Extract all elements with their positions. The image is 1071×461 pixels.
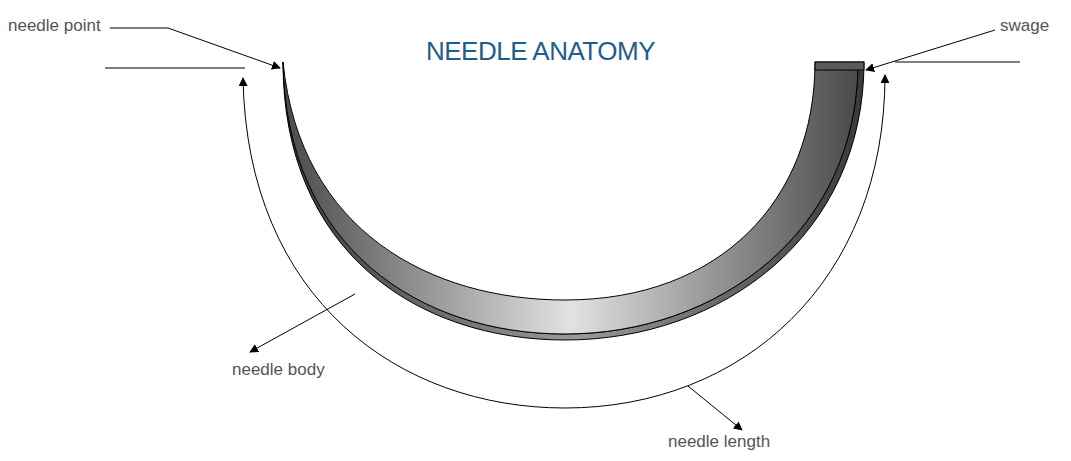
leader-line (250, 294, 355, 352)
needle-body-shape (283, 62, 858, 334)
part-label: needle body (232, 360, 325, 380)
leader-line (866, 30, 995, 70)
diagram-title: NEEDLE ANATOMY (426, 36, 655, 67)
part-label: needle point (8, 16, 101, 36)
part-label: needle length (668, 432, 770, 452)
reference-line (105, 68, 245, 69)
leader-line (110, 28, 280, 68)
length-arc (243, 75, 885, 408)
needle-edge (283, 62, 864, 340)
reference-line (895, 62, 1020, 63)
swage-end (815, 62, 864, 70)
leader-line (688, 386, 742, 430)
part-label: swage (1000, 16, 1049, 36)
